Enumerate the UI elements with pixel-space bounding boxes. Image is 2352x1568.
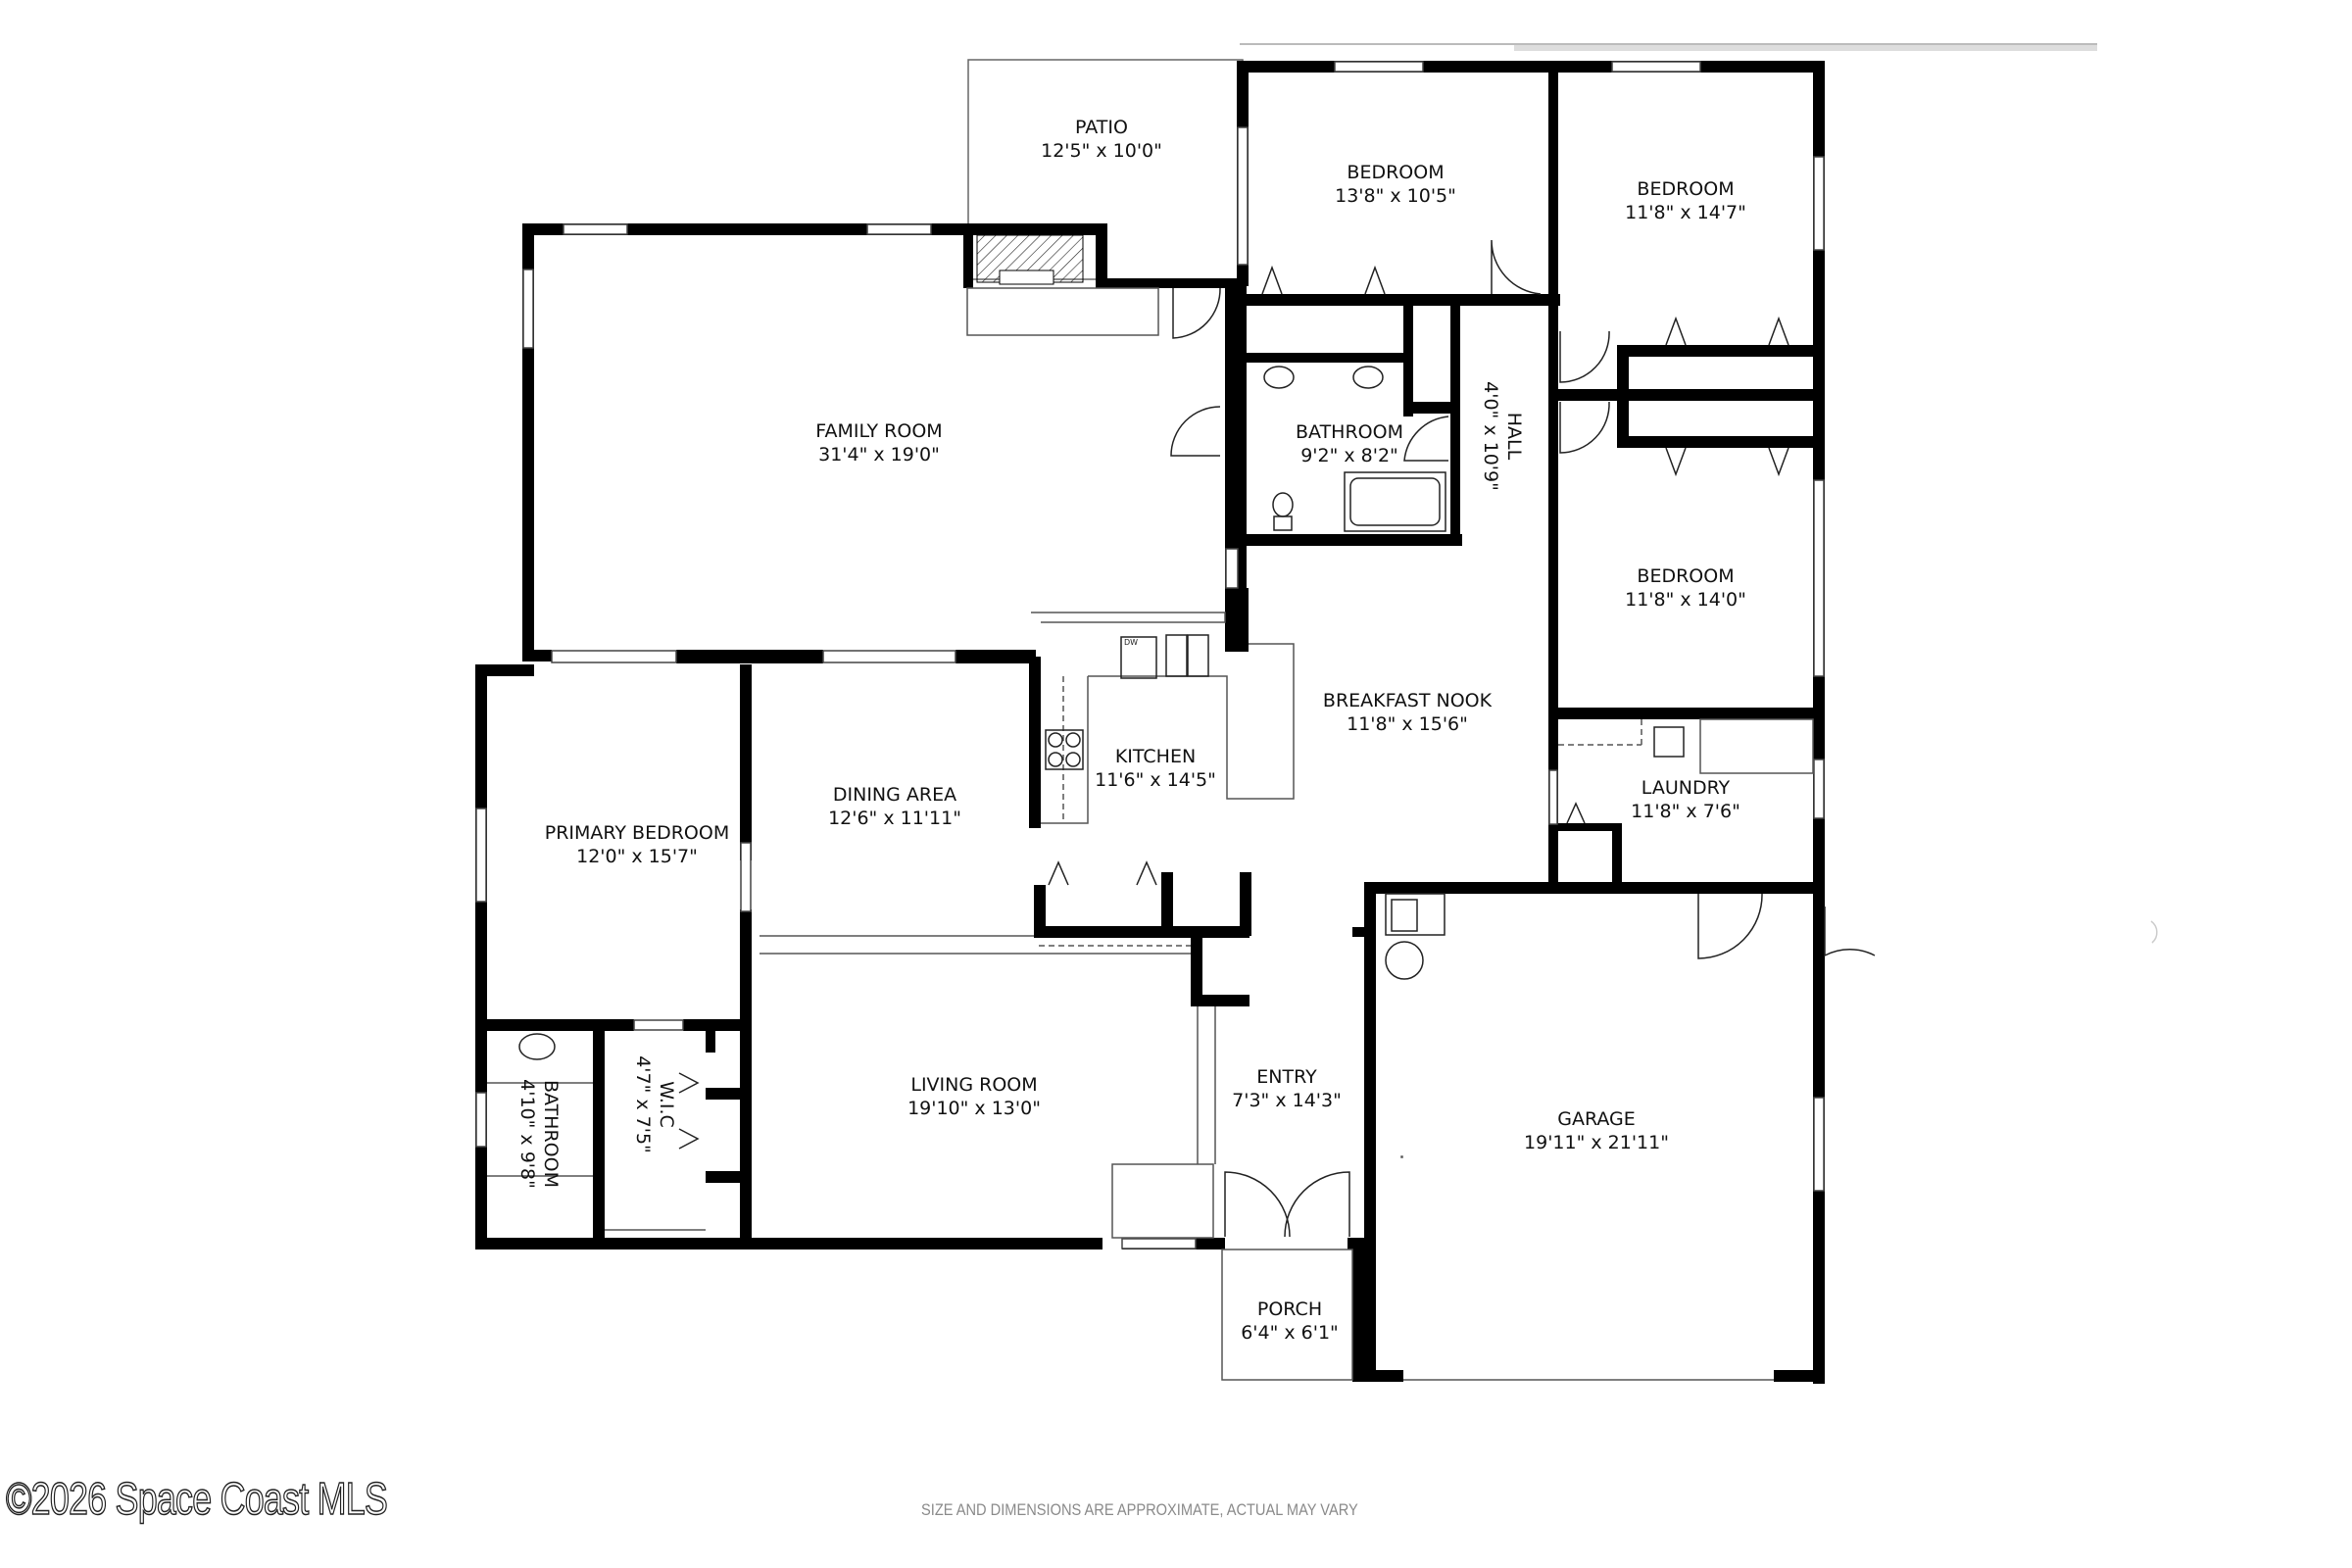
- room-name: BREAKFAST NOOK: [1322, 690, 1493, 711]
- thin-lines: [487, 612, 1814, 1381]
- room-dimensions: 12'6" x 11'11": [828, 808, 961, 829]
- room-dimensions: 11'8" x 14'0": [1625, 589, 1746, 611]
- room-label-primary-bedroom: PRIMARY BEDROOM 12'0" x 15'7": [545, 821, 729, 868]
- room-dimensions: 11'8" x 14'7": [1625, 202, 1746, 223]
- room-label-hall: HALL 4'0" x 10'9": [1479, 381, 1526, 491]
- dishwasher-label: DW: [1124, 638, 1139, 647]
- room-dimensions: 7'3" x 14'3": [1232, 1090, 1342, 1111]
- room-name: FAMILY ROOM: [815, 420, 943, 442]
- room-dimensions: 19'10" x 13'0": [907, 1098, 1041, 1119]
- room-name: BEDROOM: [1637, 178, 1735, 200]
- doors: [1170, 239, 1876, 1238]
- room-name: BATHROOM: [540, 1080, 562, 1188]
- room-label-family-room: FAMILY ROOM 31'4" x 19'0": [815, 419, 942, 466]
- room-dimensions: 4'7" x 7'5": [632, 1055, 654, 1153]
- room-name: GARAGE: [1557, 1108, 1636, 1130]
- fireplace-ledge: [966, 287, 1159, 336]
- room-label-kitchen: KITCHEN 11'6" x 14'5": [1095, 745, 1216, 792]
- room-label-laundry: LAUNDRY 11'8" x 7'6": [1631, 776, 1740, 823]
- room-dimensions: 9'2" x 8'2": [1300, 445, 1398, 466]
- room-label-bedroom-2: BEDROOM 11'8" x 14'7": [1625, 177, 1746, 224]
- room-dimensions: 13'8" x 10'5": [1335, 185, 1456, 207]
- room-dimensions: 12'5" x 10'0": [1041, 140, 1162, 162]
- property-line: [1240, 43, 2097, 51]
- room-name: BEDROOM: [1347, 162, 1445, 183]
- disclaimer-text: SIZE AND DIMENSIONS ARE APPROXIMATE, ACT…: [921, 1500, 1358, 1519]
- room-name: LAUNDRY: [1641, 777, 1731, 799]
- fireplace-hearth: [999, 270, 1054, 285]
- room-dimensions: 19'11" x 21'11": [1524, 1132, 1669, 1153]
- room-dimensions: 6'4" x 6'1": [1241, 1322, 1339, 1344]
- room-label-wic: W.I.C 4'7" x 7'5": [631, 1055, 678, 1153]
- room-label-patio: PATIO 12'5" x 10'0": [1041, 116, 1162, 163]
- room-name: PRIMARY BEDROOM: [544, 822, 730, 844]
- walls: [475, 61, 1825, 1384]
- room-label-porch: PORCH 6'4" x 6'1": [1241, 1298, 1339, 1345]
- room-label-bathroom-hall: BATHROOM 9'2" x 8'2": [1296, 420, 1403, 467]
- room-name: BEDROOM: [1637, 565, 1735, 587]
- room-label-garage: GARAGE 19'11" x 21'11": [1524, 1107, 1669, 1154]
- room-label-breakfast-nook: BREAKFAST NOOK 11'8" x 15'6": [1323, 689, 1492, 736]
- room-name: KITCHEN: [1114, 746, 1197, 767]
- room-dimensions: 11'8" x 7'6": [1631, 801, 1740, 822]
- windows: [475, 61, 1825, 1250]
- closet-doors: [678, 265, 1789, 1150]
- room-dimensions: 4'10" x 9'8": [516, 1079, 538, 1189]
- room-label-bedroom-1: BEDROOM 13'8" x 10'5": [1335, 161, 1456, 208]
- room-label-bathroom-primary: BATHROOM 4'10" x 9'8": [515, 1079, 563, 1189]
- room-name: PATIO: [1075, 117, 1128, 138]
- room-dimensions: 4'0" x 10'9": [1480, 381, 1501, 491]
- room-dimensions: 11'6" x 14'5": [1095, 769, 1216, 791]
- room-name: HALL: [1503, 412, 1525, 461]
- room-name: LIVING ROOM: [910, 1074, 1038, 1096]
- room-label-entry: ENTRY 7'3" x 14'3": [1232, 1065, 1342, 1112]
- room-label-living-room: LIVING ROOM 19'10" x 13'0": [907, 1073, 1041, 1120]
- room-name: ENTRY: [1256, 1066, 1317, 1088]
- room-name: DINING AREA: [832, 784, 957, 806]
- room-label-bedroom-3: BEDROOM 11'8" x 14'0": [1625, 564, 1746, 612]
- copyright-watermark: ©2026 Space Coast MLS: [5, 1472, 388, 1525]
- room-dimensions: 31'4" x 19'0": [818, 444, 940, 466]
- exterior-door-hint: [2150, 920, 2158, 944]
- room-name: W.I.C: [656, 1081, 677, 1128]
- room-name: BATHROOM: [1296, 421, 1403, 443]
- room-label-dining-area: DINING AREA 12'6" x 11'11": [828, 783, 961, 830]
- room-dimensions: 12'0" x 15'7": [576, 846, 698, 867]
- fixtures: [518, 366, 1685, 1060]
- room-name: PORCH: [1256, 1298, 1323, 1320]
- room-dimensions: 11'8" x 15'6": [1347, 713, 1468, 735]
